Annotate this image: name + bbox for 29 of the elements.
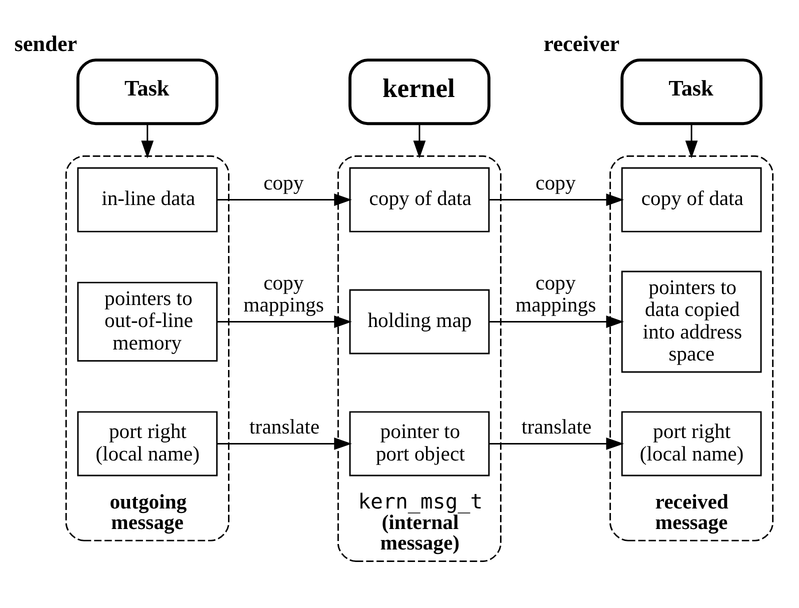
node-box: copy of data [349,167,490,232]
node-box: Task [76,58,218,126]
arrow [685,124,698,158]
node-box: port right (local name) [621,411,762,476]
arrow [217,316,352,328]
edge-label: copy [263,172,304,195]
arrow [490,194,624,206]
node-box: holding map [349,289,490,354]
node-box: port right (local name) [77,411,218,476]
arrow [490,438,624,450]
node-box: copy of data [621,167,762,232]
edge-label: copy mappings [516,272,596,317]
arrow [217,194,352,206]
node-label: receiver [544,31,620,56]
node-box: in-line data [77,167,218,232]
node-box: pointers to data copied into address space [621,270,762,373]
edge-label: copy [536,172,576,195]
edge-label: translate [521,416,592,439]
arrow [141,124,154,158]
node-box: pointers to out-of-line memory [77,282,218,362]
node-box: Task [620,58,762,126]
edge-label: copy mappings [244,272,324,317]
arrow [217,438,352,450]
edge-label: translate [249,416,320,439]
node-box: pointer to port object [349,411,490,476]
node-box: kernel [348,58,490,126]
arrow [413,124,426,158]
arrow [490,316,624,328]
node-label: sender [14,31,78,56]
